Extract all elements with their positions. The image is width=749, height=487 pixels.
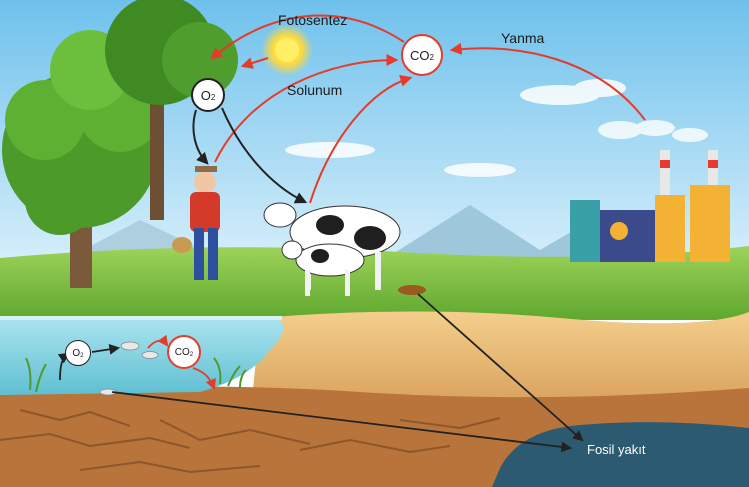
farmer-figure [172,166,220,280]
factory-smoke [598,120,708,142]
arrow-o2-to-farmer [192,109,209,165]
co2-node-air-base: CO [410,47,430,63]
arrow-o2-to-fish [91,343,121,355]
arrow-co2-to-pondgrass [192,367,216,391]
o2-node-water-sub: 2 [80,351,84,359]
label-combustion: Yanma [501,30,545,46]
arrow-cow-to-co2 [309,75,413,204]
arrow-factory-to-co2 [449,42,646,121]
tree-back [105,0,238,220]
arrow-sun-rays [240,57,269,69]
cow-calf [281,240,365,296]
fossil-fuel-pool [492,422,749,487]
arrow-farmer-to-co2 [214,54,399,163]
grassland [0,246,749,320]
label-fossil-fuel: Fosil yakıt [587,442,646,457]
label-respiration: Solunum [287,82,343,98]
o2-node-air-base: O [200,87,211,103]
o2-node-air-sub: 2 [210,93,216,103]
co2-node-air-sub: 2 [429,53,434,63]
dung-pile [398,285,426,295]
pond [0,320,284,395]
arrow-dung-to-fossil [417,293,584,442]
soil-cracks [0,409,501,474]
arrow-co2-to-tree [210,14,405,60]
factory [570,150,730,262]
label-photosynthesis: Fotosentez [278,12,348,28]
o2-node-water-base: O [72,347,81,359]
fish [99,341,159,396]
tree-left [2,30,162,288]
pond-grass [25,357,247,393]
arrow-fish-to-fossil [111,391,573,453]
arrow-o2-to-cow [221,107,308,204]
cow-adult [263,202,401,290]
co2-node-water-sub: 2 [189,350,194,358]
arrow-fish-to-co2 [147,334,169,349]
co2-node-water-base: CO [174,346,190,358]
